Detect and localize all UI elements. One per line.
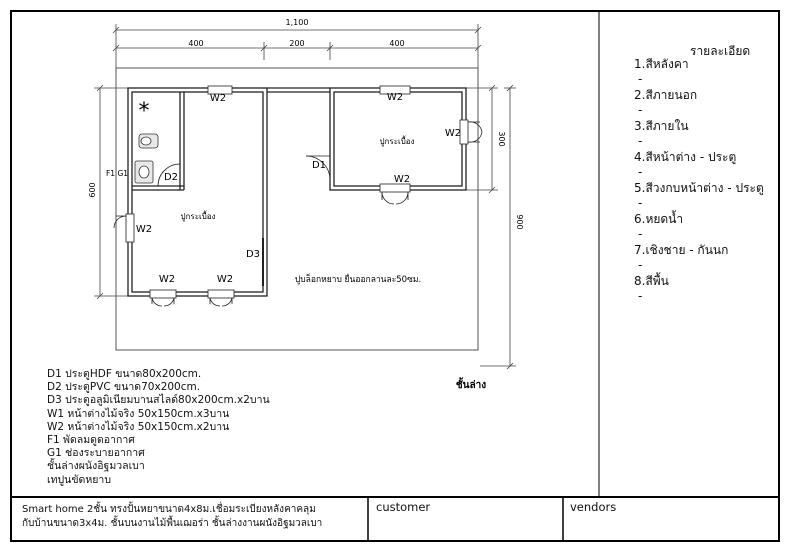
spec-item: 1.สีหลังคา	[634, 57, 689, 71]
spec-item: 2.สีภายนอก	[634, 88, 698, 102]
label-w2-4: W2	[394, 174, 410, 185]
room-tile-right: ปูกระเบื้อง	[379, 135, 414, 147]
sheet-border	[10, 10, 780, 542]
room-tile-left: ปูกระเบื้อง	[180, 210, 215, 222]
spec-item-blank: -	[638, 165, 643, 179]
spec-item: 7.เชิงชาย - กันนก	[634, 243, 729, 257]
spec-item-blank: -	[638, 196, 643, 210]
description-line-1: Smart home 2ชั้น ทรงปั้นหยาขนาด4x8ม.เชื่…	[22, 504, 316, 515]
label-w2-3: W2	[445, 128, 461, 139]
legend-note: W1 หน้าต่างไม้จริง 50x150cm.x3บาน	[47, 407, 230, 420]
label-w2-2: W2	[387, 92, 403, 103]
dim-seg-right: 400	[389, 39, 404, 48]
right-dimensions	[466, 84, 516, 370]
dim-right-upper: 300	[497, 131, 506, 146]
spec-item: 6.หยดน้ำ	[634, 212, 684, 226]
legend-note: ชั้นล่างผนังอิฐมวลเบา	[47, 460, 145, 473]
label-d1: D1	[312, 160, 326, 171]
floor-note: ปูบล็อกหยาบ ยื่นออกลานละ50ซม.	[295, 273, 421, 285]
spec-title: รายละเอียด	[690, 44, 751, 58]
bathroom-fixtures	[134, 133, 159, 184]
dim-seg-left: 400	[188, 39, 203, 48]
customer-label: customer	[376, 500, 431, 514]
spec-item-blank: -	[638, 289, 643, 303]
spec-item: 3.สีภายใน	[634, 119, 689, 133]
label-w2-7: W2	[217, 274, 233, 285]
spec-item: 5.สีวงกบหน้าต่าง - ประตู	[634, 181, 764, 195]
titleblock-description: Smart home 2ชั้น ทรงปั้นหยาขนาด4x8ม.เชื่…	[22, 503, 322, 531]
label-fan-vent: F1 G1	[106, 169, 128, 178]
door-swings	[157, 155, 331, 286]
legend-note: G1 ช่องระบายอากาศ	[47, 447, 145, 460]
left-dimension	[94, 84, 128, 300]
corridor-wall	[267, 87, 330, 93]
spec-item-blank: -	[638, 227, 643, 241]
legend-note: F1 พัดลมดูดอากาศ	[47, 434, 135, 447]
window-openings	[125, 85, 469, 299]
top-dimensions	[112, 24, 482, 68]
legend-note: D2 ประตูPVC ขนาด70x200cm.	[47, 381, 201, 394]
spec-item-blank: -	[638, 258, 643, 272]
label-w2-5: W2	[136, 224, 152, 235]
spec-item: 8.สีพื้น	[634, 274, 669, 288]
window-swings	[113, 121, 483, 307]
description-line-2: กับบ้านขนาด3x4ม. ชั้นบนงานไม้พื้นเฌอร่า …	[22, 518, 323, 529]
label-w2-1: W2	[210, 93, 226, 104]
floor-slab-outline	[115, 67, 479, 351]
asterisk-mark: *	[139, 99, 150, 124]
spec-list: 1.สีหลังคา-2.สีภายนอก-3.สีภายใน-4.สีหน้า…	[634, 57, 764, 305]
legend-note: D3 ประตูอลูมิเนียมบานสไลด์80x200cm.x2บาน	[47, 394, 270, 407]
vendors-label: vendors	[570, 500, 617, 514]
left-building-walls	[127, 87, 268, 297]
dim-seg-mid: 200	[289, 39, 304, 48]
spec-item-blank: -	[638, 103, 643, 117]
legend-note: D1 ประตูHDF ขนาด80x200cm.	[47, 368, 202, 380]
legend-note: W2 หน้าต่างไม้จริง 50x150cm.x2บาน	[47, 420, 230, 433]
dim-left-height: 600	[88, 182, 97, 197]
spec-item-blank: -	[638, 134, 643, 148]
dim-right-total: 900	[515, 214, 524, 229]
spec-item-blank: -	[638, 72, 643, 86]
label-w2-6: W2	[159, 274, 175, 285]
legend-notes: D1 ประตูHDF ขนาด80x200cm.D2 ประตูPVC ขนา…	[47, 368, 270, 487]
floor-name: ชั้นล่าง	[456, 377, 486, 391]
dim-total-width: 1,100	[286, 18, 309, 27]
spec-item: 4.สีหน้าต่าง - ประตู	[634, 150, 737, 164]
label-d3: D3	[246, 249, 260, 260]
legend-note: เทปูนขัดหยาบ	[47, 473, 111, 486]
label-d2: D2	[164, 172, 178, 183]
